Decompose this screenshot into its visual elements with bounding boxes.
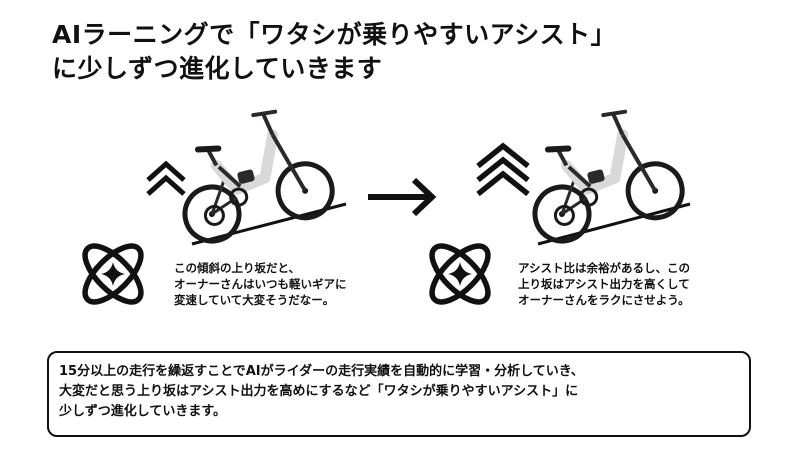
caption-line: 変速していて大変そうだなー。: [174, 293, 335, 307]
ebike-image-right: [515, 101, 688, 247]
caption-line: オーナーさんはいつも軽いギアに: [174, 277, 347, 291]
summary-box: 15分以上の走行を繰返すことでAIがライダーの走行実績を自動的に学習・分析してい…: [47, 351, 751, 437]
caption-after: アシスト比は余裕があるし、この 上り坂はアシスト出力を高くして オーナーさんをラ…: [518, 260, 690, 308]
caption-before: この傾斜の上り坂だと、 オーナーさんはいつも軽いギアに 変速していて大変そうだな…: [174, 260, 347, 308]
summary-line: 大変だと思う上り坂はアシスト出力を高めにするなど「ワタシが乗りやすいアシスト」に: [59, 384, 579, 399]
ai-logo-icon-left: [76, 237, 150, 311]
summary-line: 15分以上の走行を繰返すことでAIがライダーの走行実績を自動的に学習・分析してい…: [59, 364, 584, 379]
summary-line: 少しずつ進化していきます。: [59, 404, 227, 419]
caption-line: 上り坂はアシスト出力を高くして: [518, 277, 690, 291]
ebike-image-left: [165, 101, 338, 247]
ai-logo-icon-right: [423, 237, 497, 311]
caption-line: オーナーさんをラクにさせよう。: [518, 293, 690, 307]
title-line-2: に少しずつ進化していきます: [52, 54, 383, 83]
chevron-up-icon-left: [146, 160, 186, 196]
caption-line: この傾斜の上り坂だと、: [174, 261, 301, 275]
page-title: AIラーニングで「ワタシが乗りやすいアシスト」 に少しずつ進化していきます: [52, 18, 752, 86]
title-line-1: AIラーニングで「ワタシが乗りやすいアシスト」: [52, 20, 617, 49]
chevron-up-icon-right: [476, 142, 530, 197]
arrow-right-icon: [368, 177, 437, 217]
caption-line: アシスト比は余裕があるし、この: [518, 261, 691, 275]
slope-right: [537, 202, 691, 246]
